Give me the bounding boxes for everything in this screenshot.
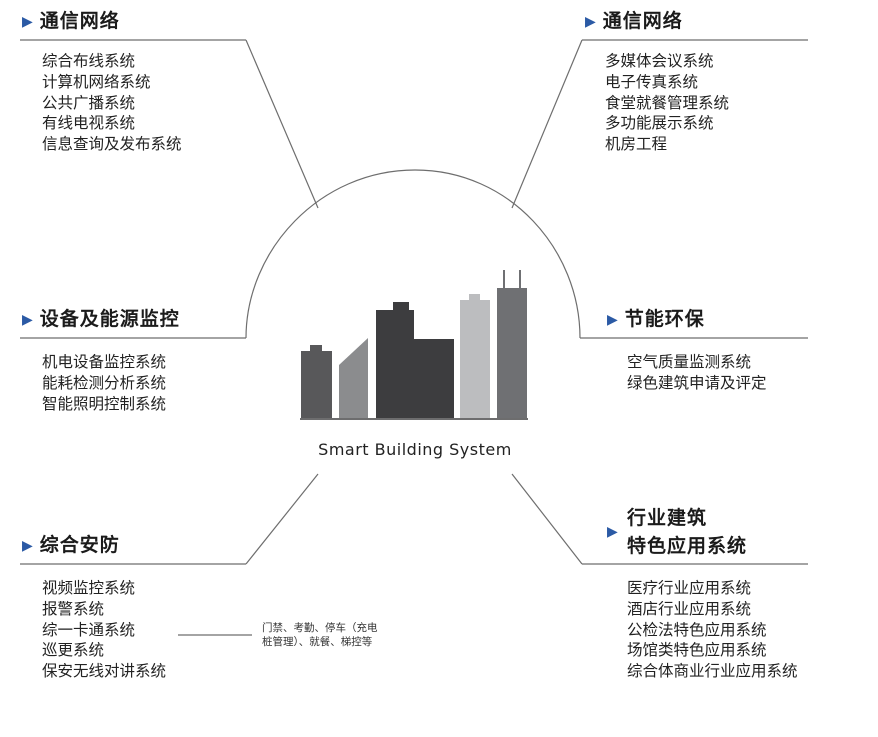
list-item: 场馆类特色应用系统 [627,641,767,660]
group-list-mid-left: 机电设备监控系统 能耗检测分析系统 智能照明控制系统 [42,352,166,414]
line-top-left-diagonal [245,39,319,209]
note-line: 桩管理）、就餐、梯控等 [262,636,373,648]
group-title-bottom-left: ▶ 综合安防 [22,532,120,559]
list-item: 公共广播系统 [42,93,136,112]
group-list-bottom-right: 医疗行业应用系统 酒店行业应用系统 公检法特色应用系统 场馆类特色应用系统 综合… [627,578,798,682]
list-item: 能耗检测分析系统 [42,373,167,392]
list-item: 有线电视系统 [42,114,136,133]
building-4 [414,339,454,418]
list-item: 保安无线对讲系统 [42,662,167,681]
building-6 [497,270,527,418]
group-list-bottom-left: 视频监控系统 报警系统 综一卡通系统 巡更系统 保安无线对讲系统 [42,578,166,682]
list-item: 医疗行业应用系统 [627,579,752,597]
building-1 [301,345,332,418]
list-item: 多功能展示系统 [605,114,714,133]
triangle-icon: ▶ [22,14,34,30]
group-title-bottom-right-line: 行业建筑 [627,507,708,529]
center-label: Smart Building System [318,440,512,459]
group-title-top-right-text: 通信网络 [602,10,683,32]
building-5 [460,294,490,418]
group-title-mid-left-text: 设备及能源监控 [39,308,180,330]
list-item: 电子传真系统 [605,72,699,91]
group-list-top-left: 综合布线系统 计算机网络系统 公共广播系统 有线电视系统 信息查询及发布系统 [42,51,182,155]
triangle-icon: ▶ [607,312,619,328]
list-item: 综一卡通系统 [42,620,136,639]
list-item: 公检法特色应用系统 [627,620,767,639]
group-title-bottom-right-line: 特色应用系统 [627,535,748,557]
center-arc [245,169,581,339]
list-item: 视频监控系统 [42,579,136,597]
list-item: 巡更系统 [42,641,105,660]
triangle-icon: ▶ [22,312,34,328]
group-list-top-right: 多媒体会议系统 电子传真系统 食堂就餐管理系统 多功能展示系统 机房工程 [605,51,729,155]
list-item: 综合体商业行业应用系统 [627,662,798,681]
triangle-icon: ▶ [607,524,619,540]
list-item: 酒店行业应用系统 [627,599,752,618]
smartcard-note: 门禁、考勤、停车（充电 桩管理）、就餐、梯控等 [262,621,378,649]
list-item: 空气质量监测系统 [627,353,752,371]
list-item: 综合布线系统 [42,52,136,70]
list-item: 信息查询及发布系统 [42,135,182,154]
list-item: 报警系统 [42,599,105,618]
list-item: 多媒体会议系统 [605,52,714,70]
group-title-top-left-text: 通信网络 [39,10,120,32]
group-title-mid-left: ▶ 设备及能源监控 [22,306,180,333]
list-item: 智能照明控制系统 [42,394,167,413]
line-bottom-left-diagonal [245,473,319,565]
line-top-right-diagonal [511,39,583,209]
line-bottom-right-diagonal [511,473,583,565]
list-item: 绿色建筑申请及评定 [627,373,767,392]
group-title-bottom-right: ▶ 行业建筑 特色应用系统 [607,504,747,560]
building-2 [339,338,368,418]
group-title-top-right: ▶ 通信网络 [585,8,683,35]
list-item: 机电设备监控系统 [42,353,167,371]
note-line: 门禁、考勤、停车（充电 [262,622,378,634]
triangle-icon: ▶ [22,538,34,554]
group-title-mid-right-text: 节能环保 [624,308,705,330]
list-item: 机房工程 [605,135,668,154]
building-3 [376,302,414,418]
group-list-mid-right: 空气质量监测系统 绿色建筑申请及评定 [627,352,767,394]
group-title-bottom-left-text: 综合安防 [39,534,120,556]
triangle-icon: ▶ [585,14,597,30]
list-item: 食堂就餐管理系统 [605,93,730,112]
list-item: 计算机网络系统 [42,72,151,91]
group-title-top-left: ▶ 通信网络 [22,8,120,35]
group-title-mid-right: ▶ 节能环保 [607,306,705,333]
